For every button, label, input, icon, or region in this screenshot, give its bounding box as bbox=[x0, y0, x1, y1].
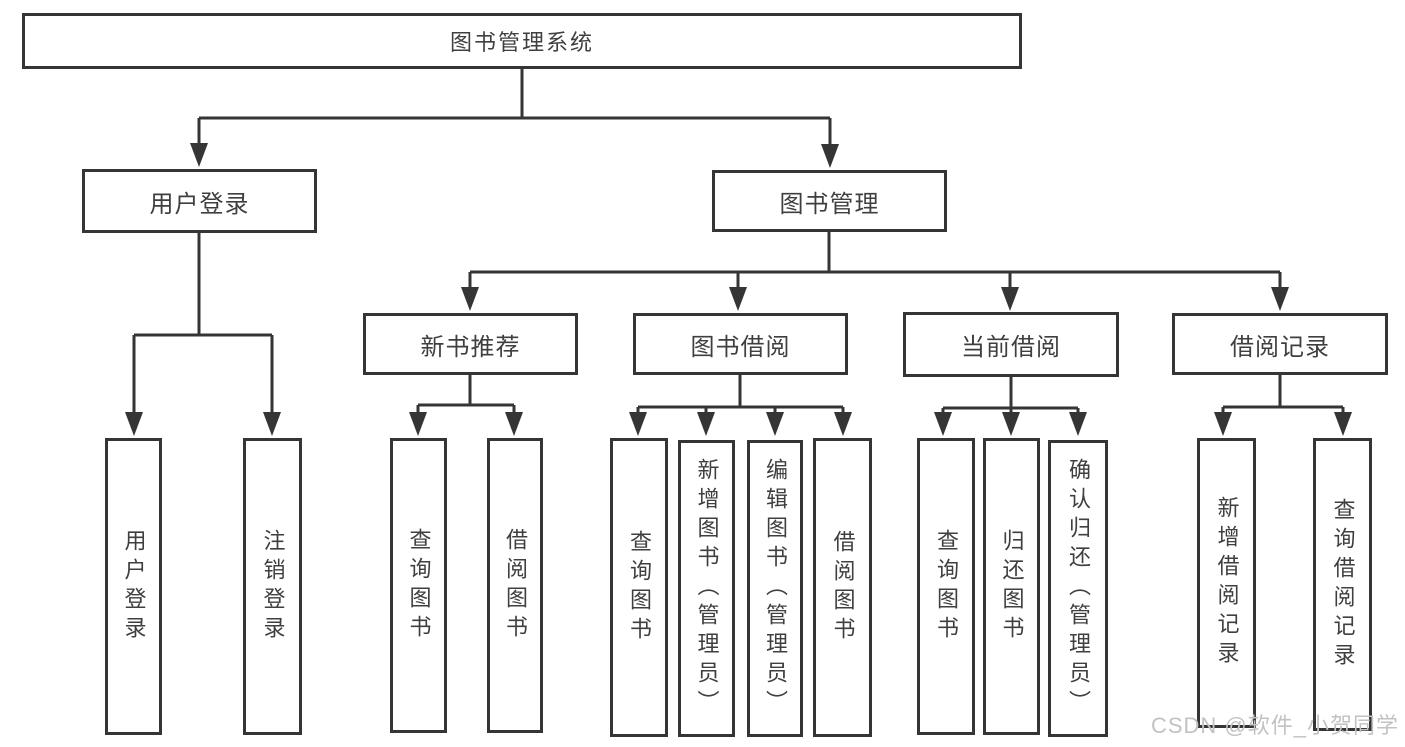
edge-current-borrow-children bbox=[941, 375, 1080, 415]
edge-borrow-records-children bbox=[1221, 375, 1345, 415]
node-book-borrow: 图书借阅 bbox=[633, 313, 848, 375]
node-leaf-borrow-books-borrow: 借阅图书 bbox=[813, 438, 872, 737]
arrowhead-icon bbox=[461, 287, 479, 311]
arrowhead-icon bbox=[1002, 412, 1020, 436]
node-leaf-confirm-return-admin: 确认归还（管理员） bbox=[1048, 440, 1108, 737]
arrowhead-icon bbox=[409, 412, 427, 436]
edge-book-borrow-children bbox=[636, 375, 845, 415]
arrowhead-icon bbox=[1214, 412, 1232, 436]
node-leaf-query-books-borrow: 查询图书 bbox=[610, 438, 668, 737]
node-leaf-add-borrow-record: 新增借阅记录 bbox=[1197, 438, 1256, 728]
arrowhead-icon bbox=[629, 412, 647, 436]
node-leaf-borrow-books-rec: 借阅图书 bbox=[487, 438, 543, 733]
arrowheads bbox=[125, 143, 1352, 436]
arrowhead-icon bbox=[263, 412, 281, 436]
node-leaf-edit-books-admin: 编辑图书（管理员） bbox=[747, 440, 803, 737]
arrowhead-icon bbox=[1001, 287, 1019, 311]
node-leaf-return-books: 归还图书 bbox=[983, 438, 1040, 735]
node-current-borrow: 当前借阅 bbox=[903, 312, 1119, 377]
arrowhead-icon bbox=[1271, 287, 1289, 311]
node-leaf-logout: 注销登录 bbox=[243, 438, 302, 735]
node-user-login: 用户登录 bbox=[82, 169, 317, 233]
connector-segments bbox=[132, 69, 1345, 415]
node-book-mgmt: 图书管理 bbox=[712, 170, 947, 232]
arrowhead-icon bbox=[834, 412, 852, 436]
node-leaf-add-books-admin: 新增图书（管理员） bbox=[678, 440, 735, 737]
arrowhead-icon bbox=[1069, 412, 1087, 436]
edge-root-to-level2 bbox=[197, 69, 832, 148]
arrowhead-icon bbox=[697, 412, 715, 436]
arrowhead-icon bbox=[1334, 412, 1352, 436]
arrowhead-icon bbox=[729, 287, 747, 311]
edge-user-login-children bbox=[132, 233, 274, 415]
watermark-text: CSDN @软件_小贺同学 bbox=[1150, 713, 1399, 738]
arrowhead-icon bbox=[821, 144, 839, 168]
node-leaf-user-login: 用户登录 bbox=[105, 438, 162, 735]
node-leaf-query-books-rec: 查询图书 bbox=[390, 438, 447, 733]
node-borrow-records: 借阅记录 bbox=[1172, 313, 1388, 375]
node-new-book-rec: 新书推荐 bbox=[363, 313, 578, 375]
arrowhead-icon bbox=[934, 412, 952, 436]
arrowhead-icon bbox=[766, 412, 784, 436]
node-leaf-query-borrow-record: 查询借阅记录 bbox=[1313, 438, 1372, 731]
node-root: 图书管理系统 bbox=[22, 13, 1022, 69]
arrowhead-icon bbox=[190, 143, 208, 167]
edge-new-book-rec-children bbox=[416, 375, 516, 415]
edge-book-mgmt-children bbox=[468, 232, 1282, 290]
arrowhead-icon bbox=[125, 412, 143, 436]
node-leaf-query-books-current: 查询图书 bbox=[917, 438, 975, 735]
arrowhead-icon bbox=[505, 412, 523, 436]
